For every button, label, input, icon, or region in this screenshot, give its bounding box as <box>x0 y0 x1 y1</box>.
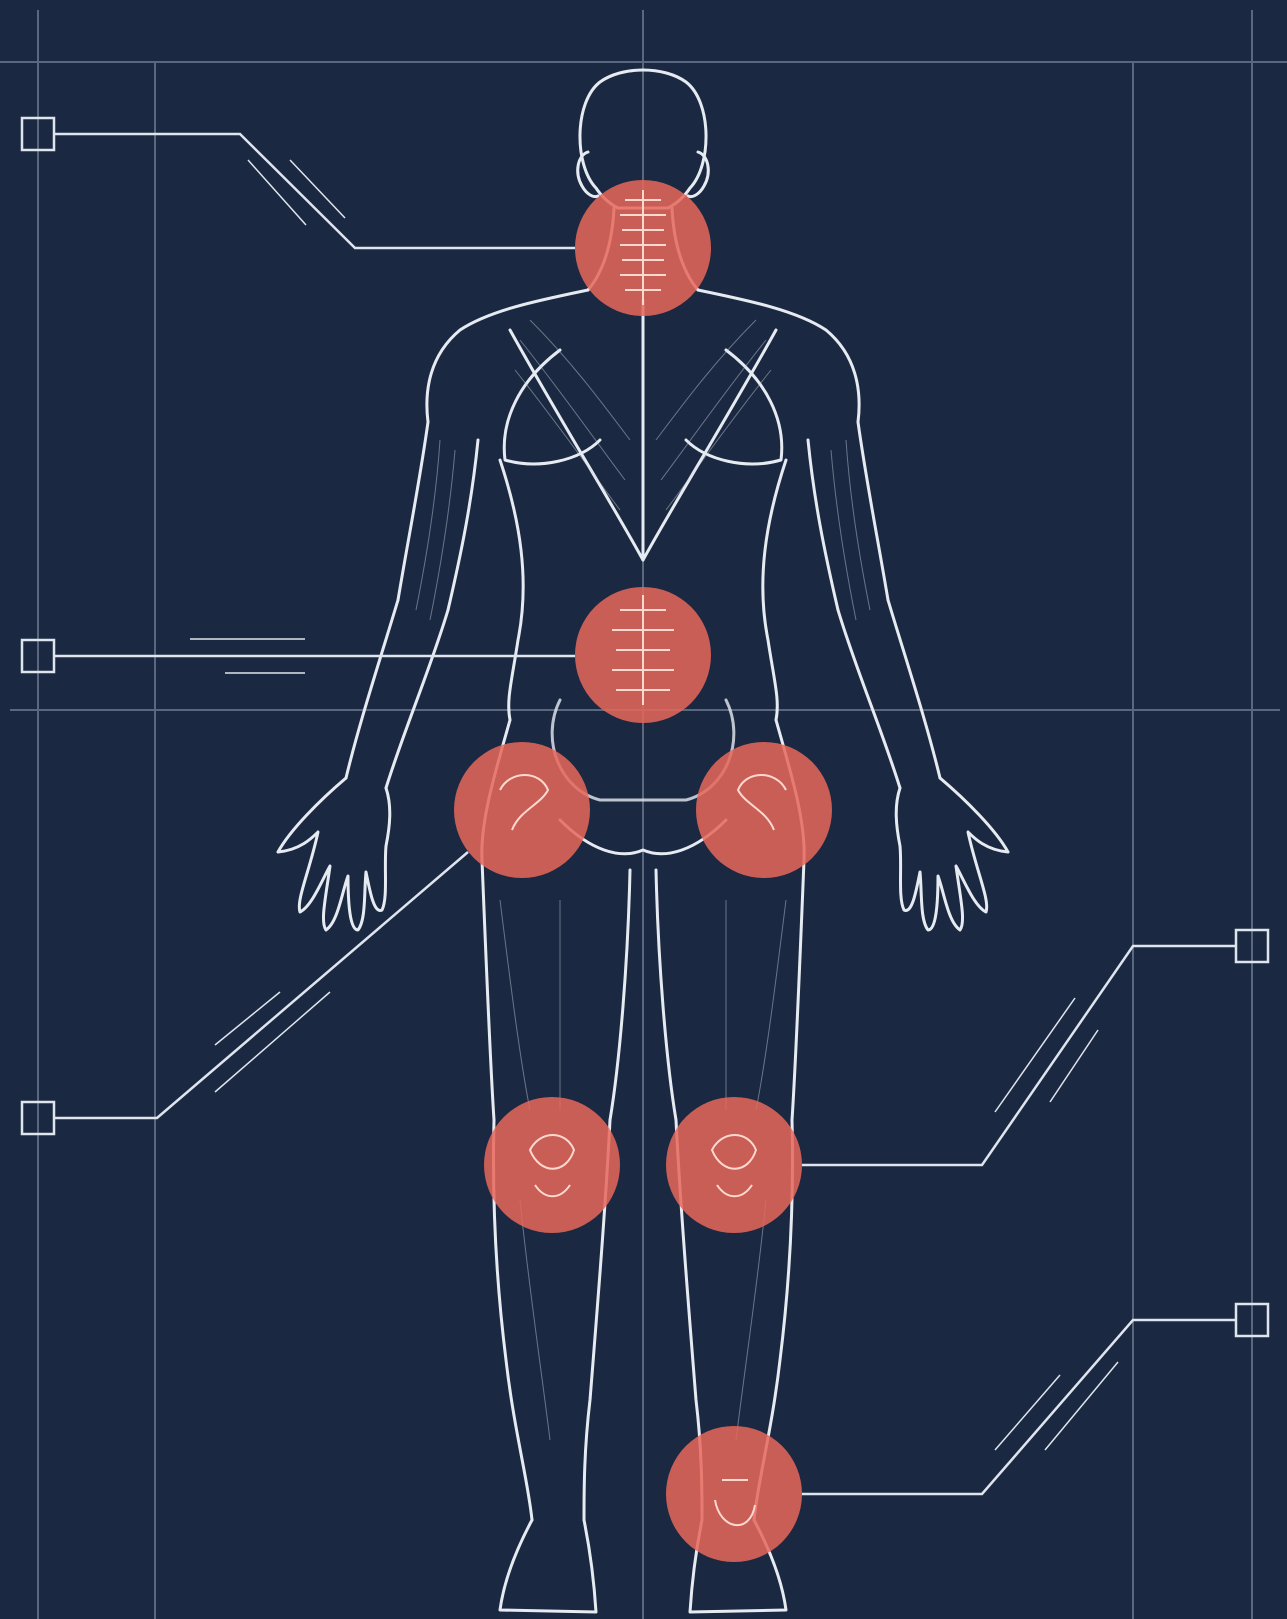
cervical-spine-highlight <box>575 180 711 316</box>
right-knee-highlight <box>666 1097 802 1233</box>
left-knee-highlight <box>484 1097 620 1233</box>
lumbar-spine-highlight <box>575 587 711 723</box>
right-ankle-highlight <box>666 1426 802 1562</box>
left-hip-highlight <box>454 742 590 878</box>
right-hip-highlight <box>696 742 832 878</box>
